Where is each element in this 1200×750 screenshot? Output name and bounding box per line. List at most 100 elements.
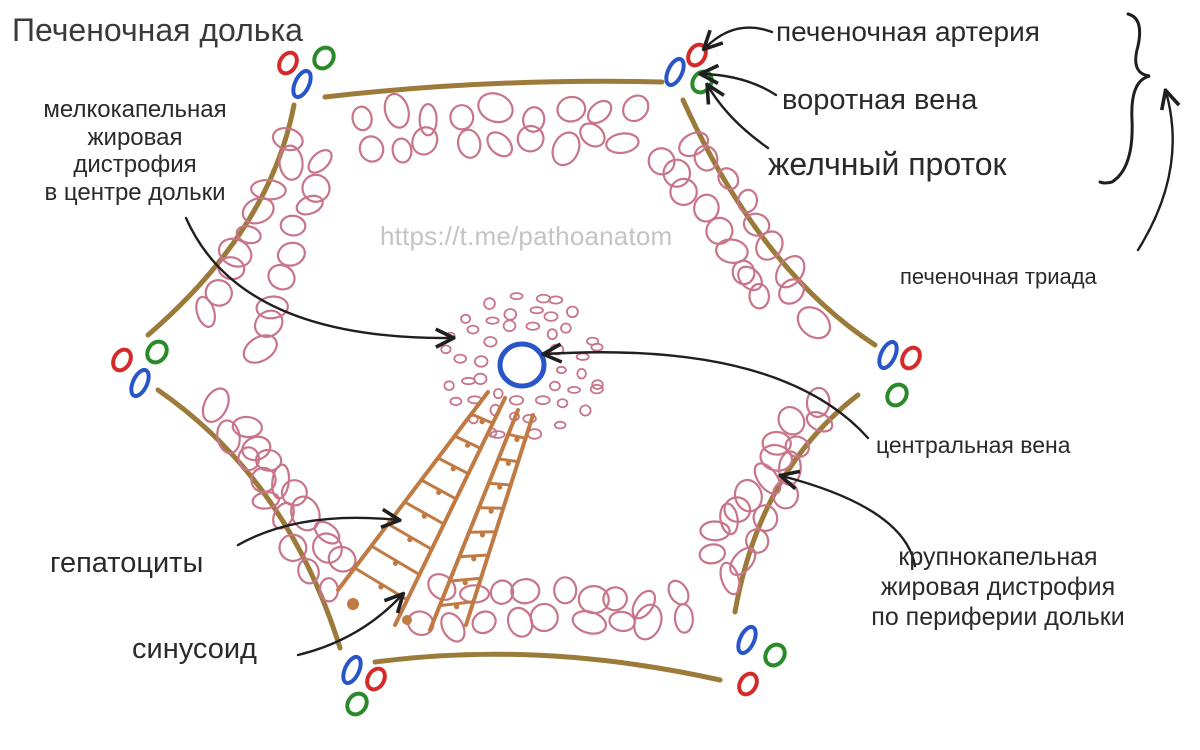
hepatocyte-cell: [516, 124, 545, 153]
hepatocyte-cell: [693, 193, 720, 223]
hepatocyte-cell: [761, 430, 792, 456]
hepatocyte-nucleus: [407, 537, 413, 543]
hepatocyte-nucleus: [497, 484, 503, 490]
hepatocyte-cell: [753, 462, 782, 495]
small-hepatocyte-cell: [589, 383, 604, 395]
hepatocyte-nucleus: [505, 460, 511, 466]
hepatocyte-cell: [276, 241, 306, 267]
hepatocyte-cell: [301, 173, 331, 203]
arrow-hepatocytes: [236, 518, 398, 547]
hepatocyte-cell: [577, 584, 610, 615]
small-hepatocyte-cell: [461, 376, 476, 386]
pointer-arrows: [184, 26, 1173, 657]
hepatocyte-cell: [605, 132, 640, 155]
hepatic-artery-icon: [900, 345, 922, 371]
arrow-large-fat: [782, 476, 917, 568]
bile-duct-icon: [312, 45, 336, 71]
small-hepatocyte-cell: [579, 404, 592, 417]
peripheral-hepatocytes: [195, 92, 834, 643]
cord-tick: [457, 553, 490, 559]
small-hepatocyte-cell: [560, 322, 572, 334]
hepatocyte-cell: [241, 196, 275, 225]
label-hepatocytes: гепатоциты: [50, 547, 204, 579]
hepatocyte-cell: [456, 128, 482, 159]
hepatocyte-cell: [733, 478, 763, 513]
small-hepatocyte-cell: [474, 355, 489, 368]
cord-tick: [469, 412, 495, 425]
small-hepatocyte-cell: [502, 319, 517, 333]
cord-tick: [369, 544, 421, 577]
cord-tick: [419, 478, 458, 501]
hepatocyte-cell: [678, 131, 710, 158]
hepatocyte-cell: [411, 126, 439, 156]
cord-tick: [477, 506, 505, 510]
hepatocyte-cell: [449, 104, 475, 131]
hepatocyte-cell: [217, 237, 253, 268]
hepatocyte-cell: [693, 144, 719, 172]
hepatocyte-cell: [195, 295, 216, 328]
label-line: в центре дольки: [44, 178, 226, 206]
small-hepatocyte-cell: [443, 380, 455, 392]
border-upper-right: [680, 97, 878, 348]
hepatocyte-cell: [486, 131, 514, 158]
hepatocyte-cell: [699, 520, 731, 542]
hepatocyte-cell: [551, 131, 581, 167]
label-line: мелкокапельная: [43, 96, 227, 123]
watermark-link[interactable]: https://t.me/pathoanatom: [380, 221, 673, 251]
hepatocyte-cell: [242, 334, 278, 364]
hepatocyte-nucleus: [488, 508, 494, 514]
border-lower-left: [155, 387, 343, 651]
hepatocyte-cell: [662, 158, 692, 188]
hepatocyte-cell: [715, 238, 749, 264]
cord-tick: [403, 500, 446, 526]
hepatocyte-cell: [204, 279, 233, 307]
hepatocyte-nucleus: [479, 532, 485, 538]
small-hepatocyte-cell: [566, 305, 579, 319]
small-hepatocyte-cell: [440, 344, 452, 355]
central-hepatocytes: [440, 292, 604, 440]
central-vein: [497, 341, 547, 389]
hepatocyte-cell: [290, 495, 321, 532]
label-line: жировая: [87, 123, 183, 151]
small-hepatocyte-cell: [473, 372, 488, 385]
label-line: дистрофия: [73, 151, 197, 179]
hepatocyte-cell: [774, 255, 806, 289]
arrow-small-fat: [184, 216, 452, 338]
small-hepatocyte-cell: [460, 313, 472, 324]
bile-duct-icon: [763, 642, 787, 668]
cord-line: [336, 390, 490, 592]
hepatocyte-cell: [556, 95, 587, 123]
hepatocyte-cell: [622, 94, 650, 123]
small-hepatocyte-cell: [503, 308, 518, 321]
hepatocyte-cell: [280, 479, 308, 507]
hepatocyte-cell: [351, 105, 373, 132]
hepatocyte-cell: [602, 586, 628, 612]
cord-tick: [487, 481, 513, 487]
hepatocyte-cell: [805, 386, 831, 418]
hepatocyte-cell: [477, 92, 514, 124]
small-hepatocyte-cell: [554, 420, 567, 430]
cord-line: [464, 413, 535, 627]
hepatocyte-cell: [669, 177, 698, 207]
hepatocyte-cell: [318, 577, 340, 603]
small-hepatocyte-cell: [483, 297, 496, 310]
hepatocyte-cell: [631, 589, 657, 620]
small-hepatocyte-cell: [576, 368, 587, 380]
label-line: крупнокапельная: [898, 543, 1098, 571]
hepatocyte-nucleus: [421, 513, 427, 519]
label-large-droplet-fat: крупнокапельная жировая дистрофия по пер…: [818, 542, 1178, 632]
hepatocyte-cell: [254, 448, 283, 472]
hepatocyte-nucleus: [454, 604, 460, 610]
hepatocyte-cell: [295, 194, 324, 216]
hepatocyte-cell: [777, 406, 806, 436]
hepatocyte-cell: [796, 306, 832, 340]
hepatocyte-cell: [778, 278, 805, 305]
portal-vein-icon: [877, 339, 899, 371]
portal-vein-icon: [129, 367, 151, 399]
small-hepatocyte-cell: [543, 311, 559, 322]
hepatocyte-cell: [737, 265, 763, 292]
hepatocyte-nucleus: [514, 436, 520, 442]
page-title: Печеночная долька: [12, 12, 303, 48]
